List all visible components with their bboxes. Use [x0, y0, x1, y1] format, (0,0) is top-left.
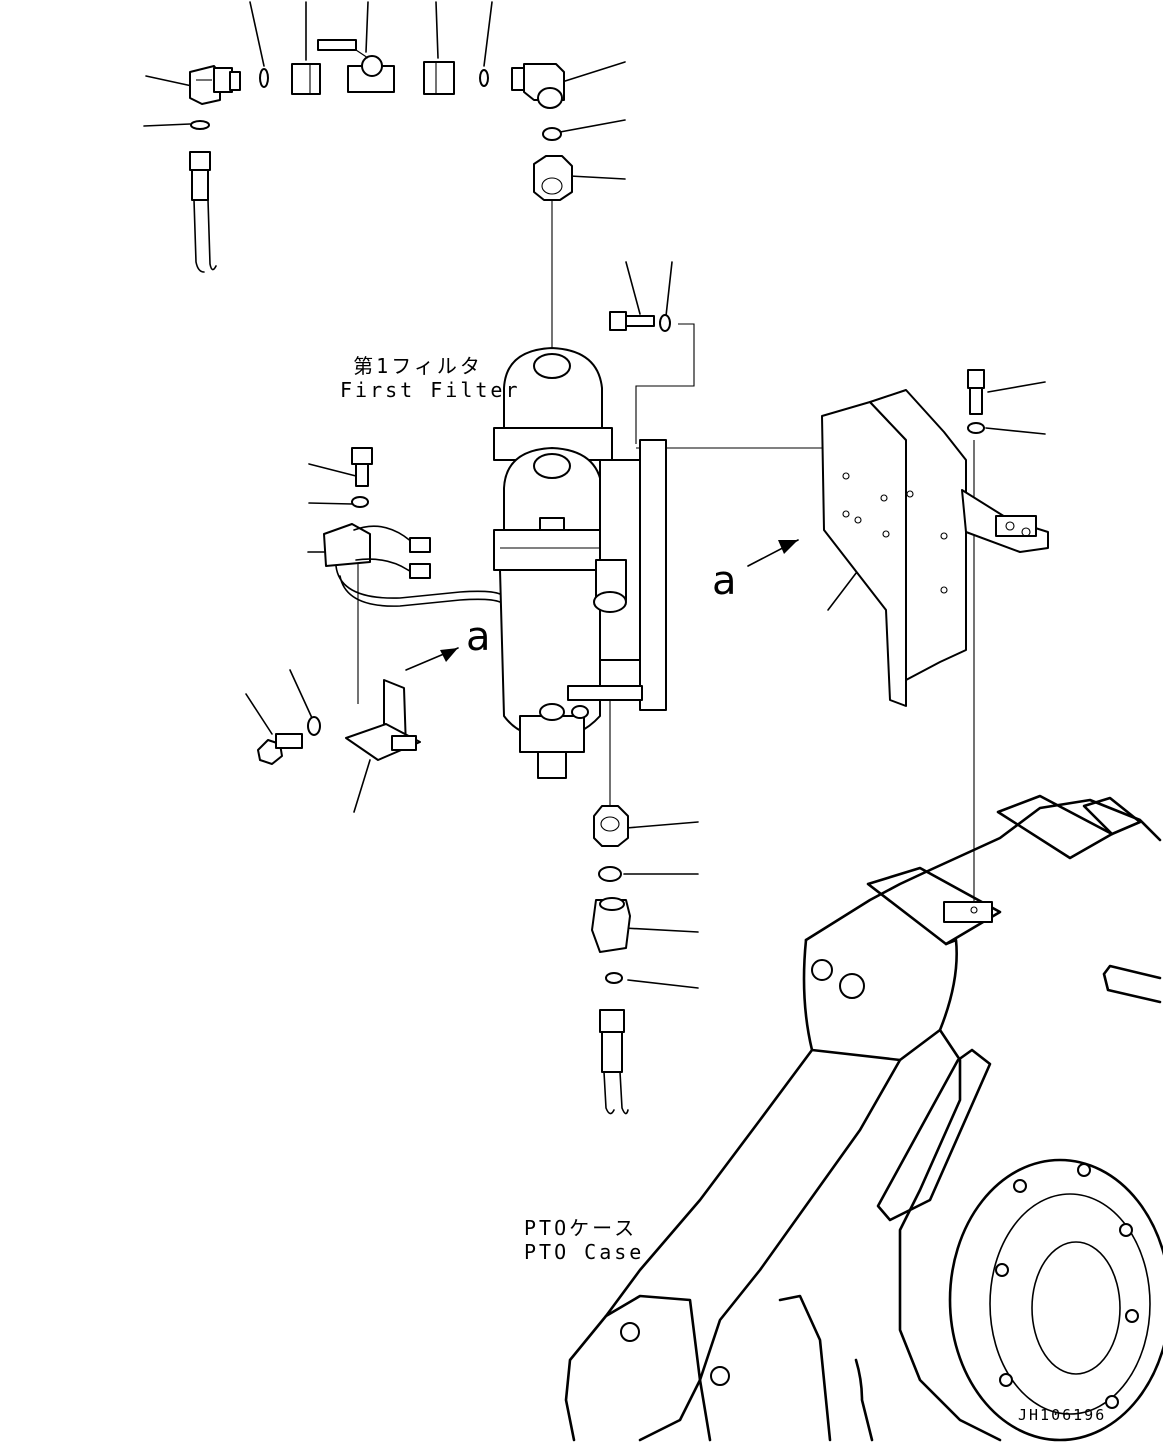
leader-lines — [143, 1, 1046, 989]
first-filter-label-en: First Filter — [340, 378, 521, 402]
bottom-fittings — [591, 805, 631, 1115]
view-a-label-right: a — [712, 558, 737, 604]
drawing-code: JH106196 — [1018, 1406, 1107, 1424]
top-fittings — [189, 39, 573, 201]
sensor-bracket — [257, 447, 501, 765]
left-hose — [189, 120, 217, 273]
view-a-label-left: a — [466, 614, 491, 660]
pto-case-label-en: PTO Case — [524, 1240, 645, 1264]
pto-case-label: PTOケース PTO Case — [524, 1216, 645, 1264]
first-filter-label: 第1フィルタ First Filter — [340, 354, 521, 402]
mounting-bracket — [747, 369, 1049, 707]
pto-case — [564, 794, 1163, 1442]
bracket-bolt — [609, 311, 671, 332]
first-filter — [493, 347, 667, 779]
pto-case-label-jp: PTOケース — [524, 1216, 638, 1240]
first-filter-label-jp: 第1フィルタ — [353, 354, 483, 378]
